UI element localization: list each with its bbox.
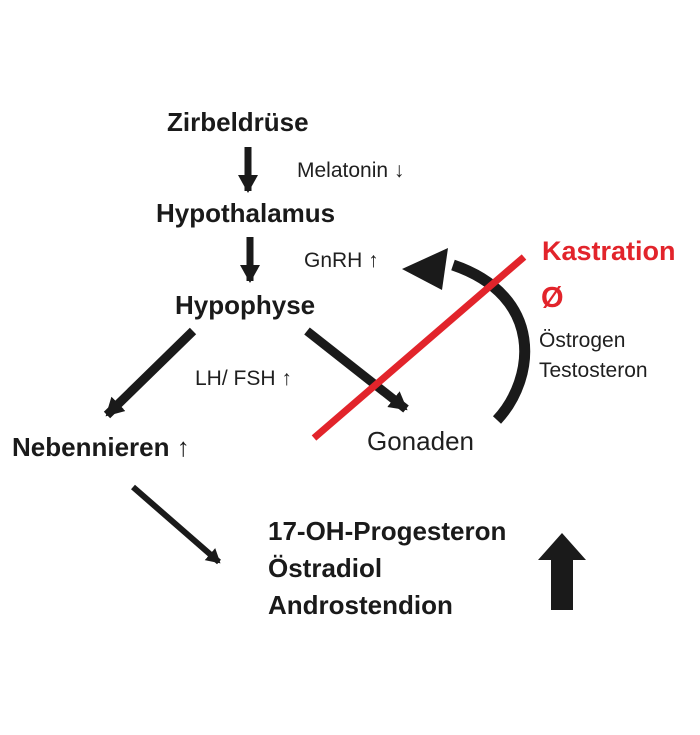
edge-label-gnrh: GnRH ↑ [304,249,379,272]
arrow-nebennieren-to-products-icon [131,484,221,565]
edge-label-melatonin: Melatonin ↓ [297,159,405,182]
node-gonaden: Gonaden [367,426,474,456]
arrow-hypophyse-to-gonaden-icon [304,327,409,413]
castration-slash-icon [311,254,527,441]
increase-block-up-arrow-icon [538,533,586,610]
curved-feedback-arrowhead-icon [402,248,448,290]
arrow-hypophyse-to-nebennieren-icon [103,327,197,419]
product-androstendion: Androstendion [268,589,453,620]
null-symbol: Ø [541,282,564,314]
adrenal-products-list: 17-OH-Progesteron Östradiol Androstendio… [268,513,506,624]
suppressed-hormone-oestrogen: Östrogen [539,329,626,352]
suppressed-hormones: Östrogen Testosteron [539,326,648,386]
node-hypothalamus: Hypothalamus [156,198,336,228]
product-oestradiol: Östradiol [268,552,383,583]
suppressed-hormone-testosteron: Testosteron [539,358,648,382]
node-nebennieren: Nebennieren ↑ [12,432,190,462]
node-hypophyse: Hypophyse [175,290,316,320]
node-zirbeldruese: Zirbeldrüse [167,107,309,137]
kastration-title: Kastration [542,236,676,266]
curved-feedback-arrow-icon [451,259,531,424]
product-17-oh-progesteron: 17-OH-Progesteron [268,516,507,546]
edge-label-lh-fsh: LH/ FSH ↑ [195,367,292,390]
